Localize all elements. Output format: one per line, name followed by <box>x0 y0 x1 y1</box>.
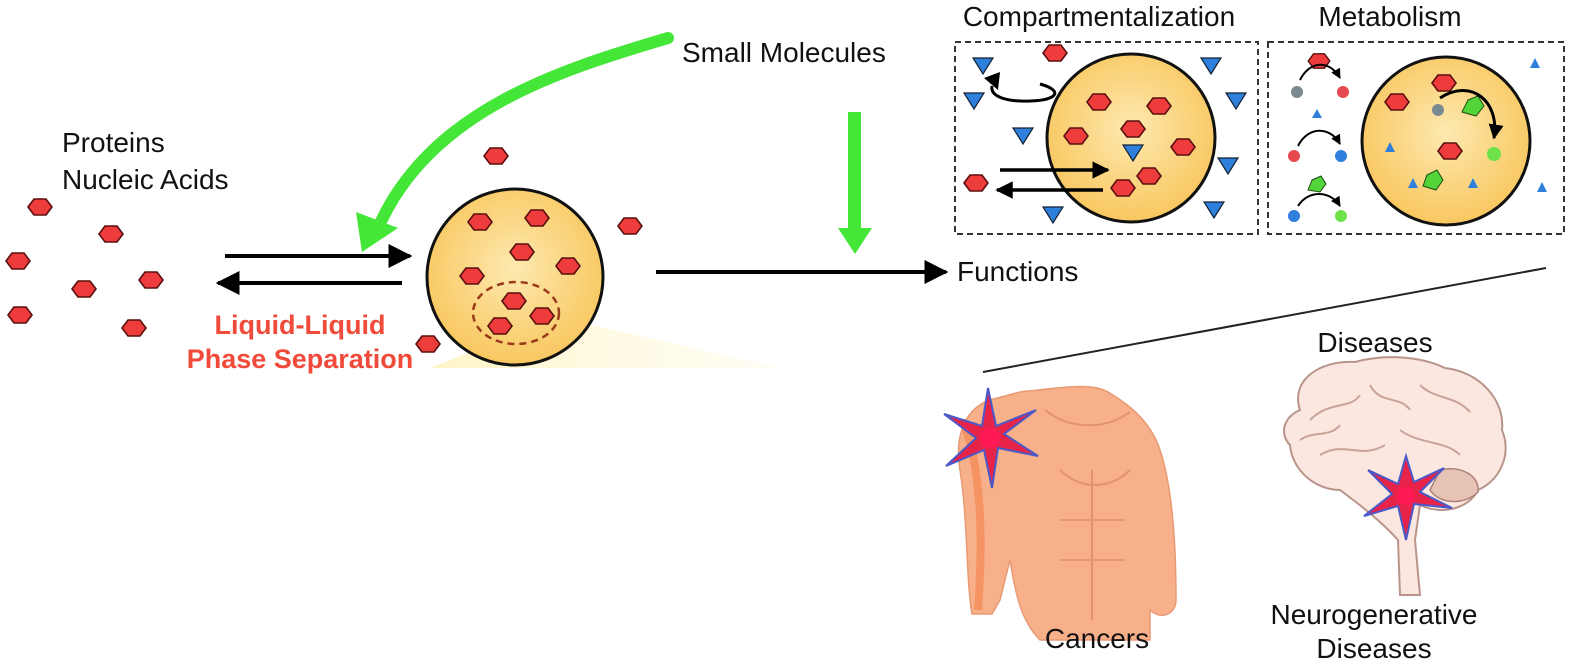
triangle-icon <box>1011 127 1035 146</box>
triangle-icon <box>971 57 995 76</box>
starburst-icon <box>943 387 1039 489</box>
protein-hexagon-icon <box>1437 142 1463 160</box>
triangle-icon <box>1199 57 1223 76</box>
protein-hexagon-icon <box>27 198 53 216</box>
product-dot <box>1335 150 1347 162</box>
triangle-icon <box>962 92 986 111</box>
protein-hexagon-icon <box>1136 167 1162 185</box>
protein-hexagon-icon <box>7 306 33 324</box>
label-neuro-line2: Diseases <box>1316 633 1431 664</box>
label-small-molecules: Small Molecules <box>682 37 886 68</box>
protein-hexagon-icon <box>617 217 643 235</box>
substrate-dot <box>1291 86 1303 98</box>
starburst-icon <box>1363 452 1453 541</box>
label-llps-line2: Phase Separation <box>187 344 414 374</box>
triangle-icon <box>1121 144 1145 163</box>
label-compartmentalization: Compartmentalization <box>963 1 1235 32</box>
metabolism-panel <box>1267 41 1565 235</box>
substrate-dot <box>1288 210 1300 222</box>
label-functions: Functions <box>957 256 1078 287</box>
green-down-arrow <box>838 112 872 254</box>
exclusion-arrowhead <box>984 72 1000 90</box>
free-proteins <box>5 198 164 337</box>
brain-icon <box>1283 356 1507 596</box>
protein-hexagon-icon <box>524 209 550 227</box>
protein-hexagon-icon <box>467 213 493 231</box>
exclusion-curved-arrow <box>990 82 1056 103</box>
triangle-icon <box>1041 206 1065 225</box>
condensate-droplet <box>425 187 605 367</box>
protein-hexagon-icon <box>71 280 97 298</box>
protein-hexagon-icon <box>483 147 509 165</box>
protein-hexagon-icon <box>1110 179 1136 197</box>
triangle-icon <box>1224 92 1248 111</box>
protein-hexagon-icon <box>1120 120 1146 138</box>
triangle-icon <box>1216 157 1240 176</box>
compartmentalization-panel <box>954 41 1259 235</box>
product-dot <box>1337 86 1349 98</box>
protein-hexagon-icon <box>459 267 485 285</box>
protein-hexagon-icon <box>1063 127 1089 145</box>
protein-hexagon-icon <box>1042 44 1068 62</box>
protein-hexagon-icon <box>415 335 441 353</box>
protein-hexagon-icon <box>487 317 513 335</box>
reaction-schemes <box>1288 53 1349 222</box>
protein-hexagon-icon <box>501 292 527 310</box>
protein-hexagon-icon <box>555 257 581 275</box>
label-llps-line1: Liquid-Liquid <box>215 310 386 340</box>
green-curved-arrow <box>356 32 674 252</box>
reaction-arrow <box>1439 88 1504 140</box>
label-proteins: Proteins <box>62 127 165 158</box>
substrate-dot <box>1288 150 1300 162</box>
product-dot <box>1335 210 1347 222</box>
protein-hexagon-icon <box>1384 93 1410 111</box>
protein-hexagon-icon <box>509 243 535 261</box>
protein-hexagon-icon <box>121 319 147 337</box>
label-cancers: Cancers <box>1045 623 1149 654</box>
label-nucleic-acids: Nucleic Acids <box>62 164 229 195</box>
protein-hexagon-icon <box>98 225 124 243</box>
protein-hexagon-icon <box>963 174 989 192</box>
divider-line <box>982 267 1547 373</box>
protein-hexagon-icon <box>1431 74 1457 92</box>
label-metabolism: Metabolism <box>1318 1 1461 32</box>
label-neuro-line1: Neurogenerative <box>1270 599 1477 630</box>
protein-hexagon-icon <box>529 307 555 325</box>
triangle-icon <box>1202 201 1226 220</box>
protein-hexagon-icon <box>5 252 31 270</box>
protein-hexagon-icon <box>1086 93 1112 111</box>
equilibrium-arrows <box>215 244 413 295</box>
small-molecule-triangles <box>962 57 1248 225</box>
label-diseases: Diseases <box>1317 327 1432 358</box>
sub-compartment-outline <box>471 280 561 346</box>
protein-hexagon-icon <box>1170 138 1196 156</box>
protein-hexagon-icon <box>1146 97 1172 115</box>
protein-hexagon-icon <box>138 271 164 289</box>
